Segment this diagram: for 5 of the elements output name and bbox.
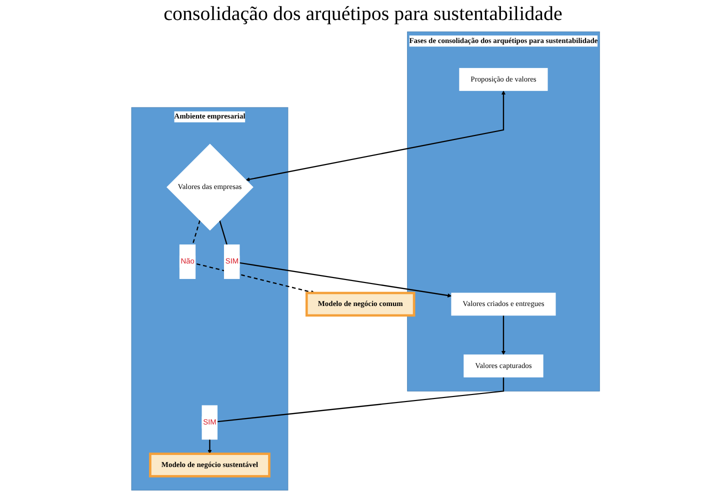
- diagram-title: consolidação dos arquétipos para sustentabilidade: [162, 2, 564, 27]
- arrow: [219, 220, 452, 298]
- arrow: [246, 90, 506, 182]
- arrow: [208, 377, 504, 454]
- arrow: [501, 315, 506, 355]
